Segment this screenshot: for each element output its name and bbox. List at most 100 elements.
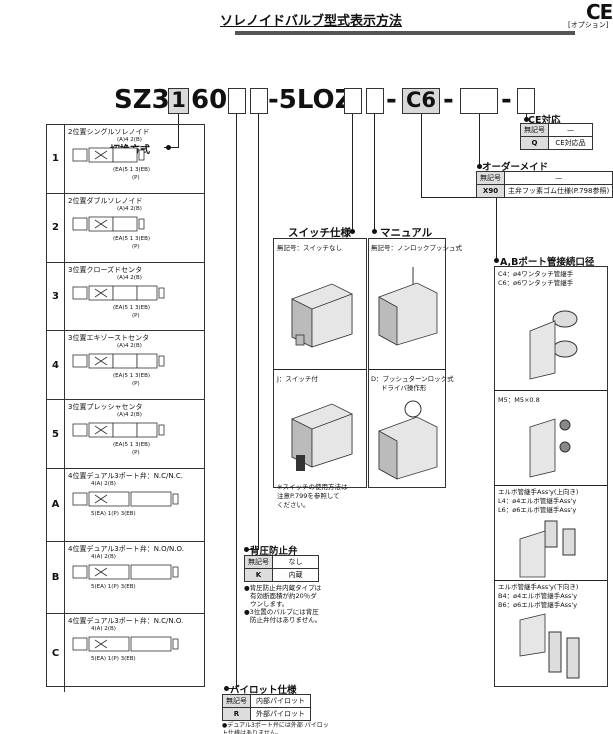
valve-symbol [72, 147, 145, 163]
code-port-box: C6 [402, 88, 440, 114]
port-label-bottom: 5(EA) 1(P) 3(EB) [91, 583, 136, 590]
switching-name: 4位置デュアル3ポート弁：N.C/N.O. [68, 617, 184, 626]
port-label-top: 4(A) 2(B) [91, 553, 116, 560]
valve-pushturn-image [378, 400, 438, 480]
port-label-bottom: 5(EA) 1(P) 3(EB) [91, 511, 136, 518]
valve-no-switch-image [291, 283, 353, 348]
pilot-title: パイロット仕様 [230, 685, 297, 696]
leader-manual [374, 114, 376, 232]
switching-key: A [47, 469, 65, 541]
valve-symbol [72, 216, 145, 232]
switching-name: 3位置クローズドセンタ [68, 265, 143, 274]
code-ce-box [517, 88, 535, 114]
pilot-note: ●デュアル3ポート弁には外部 パイロット仕様はありません。 [222, 722, 329, 734]
page-title: ソレノイドバルブ型式表示方法 [220, 14, 403, 29]
fitting-elbow-up-image [519, 520, 576, 578]
valve-symbol [72, 285, 165, 301]
switching-name: 4位置デュアル3ポート弁：N.C/N.C. [68, 472, 183, 481]
code-prefix: SZ3 [114, 85, 170, 115]
fitting-m5-image [529, 418, 571, 478]
switch-spec-panel: 無記号：スイッチなし J：スイッチ付 [273, 238, 367, 488]
port-label-top: (A)4 2(B) [117, 343, 142, 350]
switching-key: 3 [47, 262, 65, 331]
code-position-box: 1 [168, 88, 189, 114]
switching-key: 1 [47, 125, 65, 193]
port-label-top: (A)4 2(B) [117, 412, 142, 419]
port-label-bottom: (EA)5 1 3(EB) [113, 235, 151, 242]
ce-option-label: [オプション] [568, 21, 609, 29]
ports-group-m5: M5：M5×0.8 [498, 396, 540, 404]
valve-symbol [72, 354, 165, 369]
leader-ports [421, 114, 423, 198]
fitting-onetouch-image [529, 310, 578, 380]
valve-symbol [72, 422, 165, 438]
ce-title: CE対応 [528, 115, 561, 126]
manual-d-sub: ドライバ操作形 [381, 384, 427, 392]
manual-none-label: 無記号：ノンロックプッシュ式 [371, 244, 462, 252]
port-label-p: (P) [132, 381, 140, 388]
port-label-top: (A)4 2(B) [117, 274, 142, 281]
port-label-p: (P) [132, 175, 140, 181]
switching-key: 5 [47, 400, 65, 469]
valve-symbol [72, 491, 179, 507]
valve-symbol [72, 564, 179, 580]
manual-d-label: D：プッシュターンロック式 [371, 375, 454, 383]
port-label-top: (A)4 2(B) [117, 205, 142, 212]
leader-switch [352, 114, 354, 232]
switching-key: C [47, 614, 65, 693]
port-label-top: 4(A) 2(B) [91, 626, 116, 633]
leader-backpressure [258, 114, 260, 550]
valve-with-switch-image [291, 403, 353, 471]
switching-key: 4 [47, 331, 65, 400]
port-label-p: (P) [132, 312, 140, 319]
ce-mark: CE [586, 0, 613, 24]
code-dash-2: - [443, 85, 454, 115]
switch-none-label: 無記号：スイッチなし [277, 244, 342, 252]
manual-title: マニュアル [380, 227, 433, 239]
switching-name: 3位置エキゾーストセンタ [68, 334, 150, 343]
port-label-bottom: (EA)5 1 3(EB) [113, 442, 151, 449]
code-option-box-2 [366, 88, 384, 114]
port-label-bottom: (EA)5 1 3(EB) [113, 304, 151, 311]
switching-name: 4位置デュアル3ポート弁：N.O/N.O. [68, 544, 184, 553]
manual-panel: 無記号：ノンロックプッシュ式 D：プッシュターンロック式 ドライバ操作形 [368, 238, 462, 488]
code-manual-box [250, 88, 268, 114]
port-label-bottom: 5(EA) 1(P) 3(EB) [91, 656, 136, 663]
code-order-box [460, 88, 498, 114]
switching-key: 2 [47, 193, 65, 262]
switching-name: 2位置ダブルソレノイド [68, 196, 143, 205]
port-label-top: (A)4 2(B) [117, 137, 142, 143]
fitting-elbow-down-image [519, 613, 580, 679]
backpressure-title: 背圧防止弁 [250, 546, 298, 557]
switch-j-label: J：スイッチ付 [277, 375, 318, 383]
title-underline [235, 31, 575, 35]
port-label-bottom: (EA)5 1 3(EB) [113, 373, 151, 380]
leader-order [479, 114, 481, 167]
code-middle: 60 [191, 85, 228, 115]
order-title: オーダーメイド [482, 162, 549, 173]
port-label-p: (P) [132, 243, 140, 250]
switching-name: 3位置プレッシャセンタ [68, 403, 143, 412]
port-label-p: (P) [132, 450, 140, 457]
valve-nonlock-image [378, 267, 438, 346]
switching-name: 2位置シングルソレノイド [68, 128, 150, 136]
valve-symbol [72, 636, 179, 652]
leader-pilot [236, 114, 238, 689]
